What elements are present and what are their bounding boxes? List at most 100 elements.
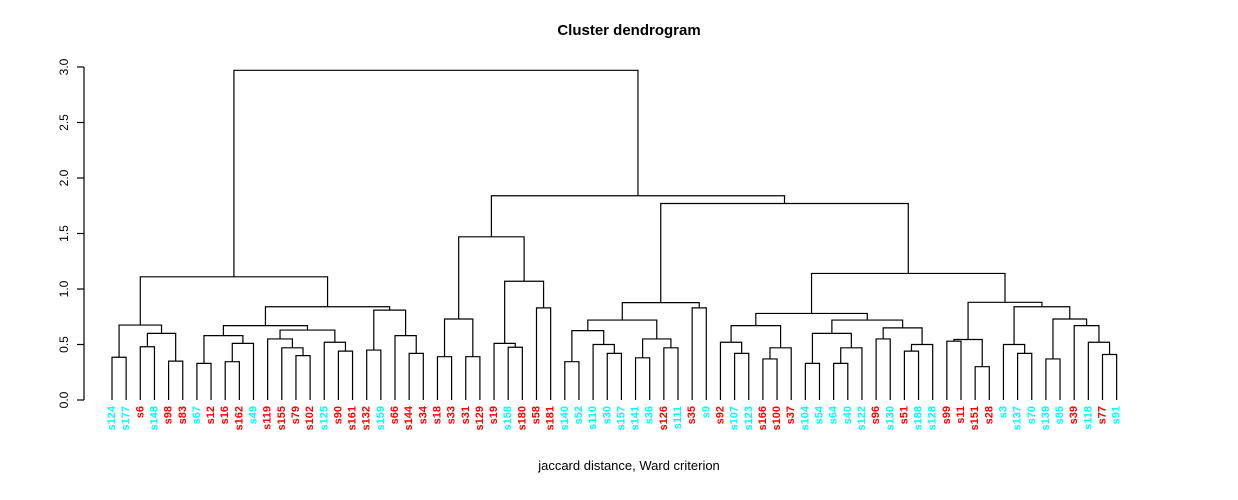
leaf-label: s35	[686, 406, 698, 424]
dendrogram-link	[734, 352, 750, 400]
dendrogram-link	[953, 338, 983, 367]
y-tick-label: 0.5	[57, 336, 71, 353]
dendrogram-link	[443, 318, 474, 357]
dendrogram-link	[571, 330, 605, 362]
dendrogram-link	[967, 301, 1043, 340]
leaf-label: s34	[417, 405, 429, 424]
dendrogram-link	[1017, 352, 1033, 400]
dendrogram-link	[833, 362, 849, 400]
leaf-label: s122	[856, 406, 868, 430]
leaf-label: s58	[531, 406, 543, 424]
dendrogram-link	[111, 356, 127, 400]
leaf-label: s102	[304, 406, 316, 430]
leaf-label: s49	[248, 406, 260, 424]
dendrogram-link	[139, 276, 329, 326]
leaf-label: s90	[332, 406, 344, 424]
dendrogram-link	[882, 327, 923, 345]
dendrogram-link	[458, 236, 525, 319]
dendrogram-link	[564, 361, 580, 400]
y-tick-label: 1.5	[57, 225, 71, 242]
leaf-label: s119	[262, 406, 274, 430]
dendrogram-link	[660, 202, 909, 303]
dendrogram-link	[719, 341, 743, 400]
x-axis-label: jaccard distance, Ward criterion	[538, 458, 720, 473]
leaf-label: s9	[700, 406, 712, 418]
y-tick-label: 1.0	[57, 280, 71, 297]
leaf-label: s12	[205, 406, 217, 424]
dendrogram-link	[831, 319, 904, 334]
dendrogram-link	[264, 306, 391, 326]
dendrogram-link	[436, 356, 453, 400]
leaf-label: s181	[545, 406, 557, 430]
dendrogram-link	[634, 357, 651, 400]
leaf-label: s125	[318, 406, 330, 430]
dendrogram-link	[465, 356, 481, 400]
leaf-label: s166	[757, 406, 769, 430]
leaf-label: s104	[799, 405, 811, 430]
dendrogram-link	[1087, 341, 1111, 400]
dendrogram-link	[810, 272, 1006, 314]
leaf-label: s162	[233, 406, 245, 430]
leaf-label: s132	[361, 406, 373, 430]
leaf-label: s40	[842, 406, 854, 424]
leaf-label: s110	[587, 406, 599, 430]
leaf-label: s70	[1026, 406, 1038, 424]
dendrogram-link	[1052, 318, 1088, 359]
leaf-label: s144	[403, 405, 415, 430]
leaf-label: s158	[502, 406, 514, 430]
leaf-label: s155	[276, 406, 288, 430]
leaf-label: s77	[1097, 406, 1109, 424]
leaf-label: s6	[134, 406, 146, 418]
leaf-label: s159	[375, 406, 387, 430]
dendrogram-link	[366, 349, 382, 400]
dendrogram-link	[337, 350, 354, 400]
leaf-label: s137	[1012, 406, 1024, 430]
leaf-label: s52	[573, 406, 585, 424]
dendrogram-link	[1013, 306, 1071, 345]
leaf-label: s18	[431, 406, 443, 424]
dendrogram-link	[1101, 353, 1118, 400]
leaf-label: s139	[1040, 406, 1052, 430]
leaf-label: s129	[474, 406, 486, 430]
leaf-label: s19	[488, 406, 500, 424]
leaf-label: s51	[898, 406, 910, 424]
dendrogram-link	[295, 355, 311, 400]
leaf-label: s39	[1068, 406, 1080, 424]
leaf-label: s151	[969, 406, 981, 430]
leaf-label: s140	[559, 406, 571, 430]
dendrogram-link	[493, 342, 516, 400]
leaf-label: s188	[913, 406, 925, 430]
leaf-label: s96	[870, 406, 882, 424]
y-tick-label: 2.5	[57, 114, 71, 131]
dendrogram-link	[587, 319, 658, 339]
leaf-label: s148	[148, 406, 160, 430]
dendrogram-link	[974, 366, 990, 400]
y-tick-label: 3.0	[57, 58, 71, 75]
dendrogram-link	[621, 302, 700, 321]
leaf-label: s157	[615, 406, 627, 430]
leaf-label: s11	[955, 406, 967, 424]
leaf-label: s30	[601, 406, 613, 424]
dendrogram-link	[490, 195, 786, 237]
leaf-label: s36	[644, 406, 656, 424]
leaf-label: s64	[828, 405, 840, 424]
leaf-label: s67	[191, 406, 203, 424]
leaf-label: s161	[347, 406, 359, 430]
leaf-label: s28	[983, 406, 995, 424]
dendrogram-link	[408, 352, 424, 400]
y-tick-label: 0.0	[57, 391, 71, 408]
leaf-label: s111	[672, 406, 684, 429]
leaf-label: s180	[516, 406, 528, 430]
dendrogram-link	[663, 347, 679, 400]
leaf-label: s130	[884, 406, 896, 430]
dendrogram-link	[1045, 358, 1061, 400]
leaf-label: s99	[941, 406, 953, 424]
leaf-label: s33	[446, 406, 458, 424]
leaf-label: s124	[106, 405, 118, 430]
leaf-label: s118	[1082, 406, 1094, 430]
dendrogram-link	[691, 307, 707, 400]
dendrogram-link	[875, 338, 891, 400]
dendrogram-link	[804, 362, 821, 400]
dendrogram-link	[946, 340, 962, 400]
